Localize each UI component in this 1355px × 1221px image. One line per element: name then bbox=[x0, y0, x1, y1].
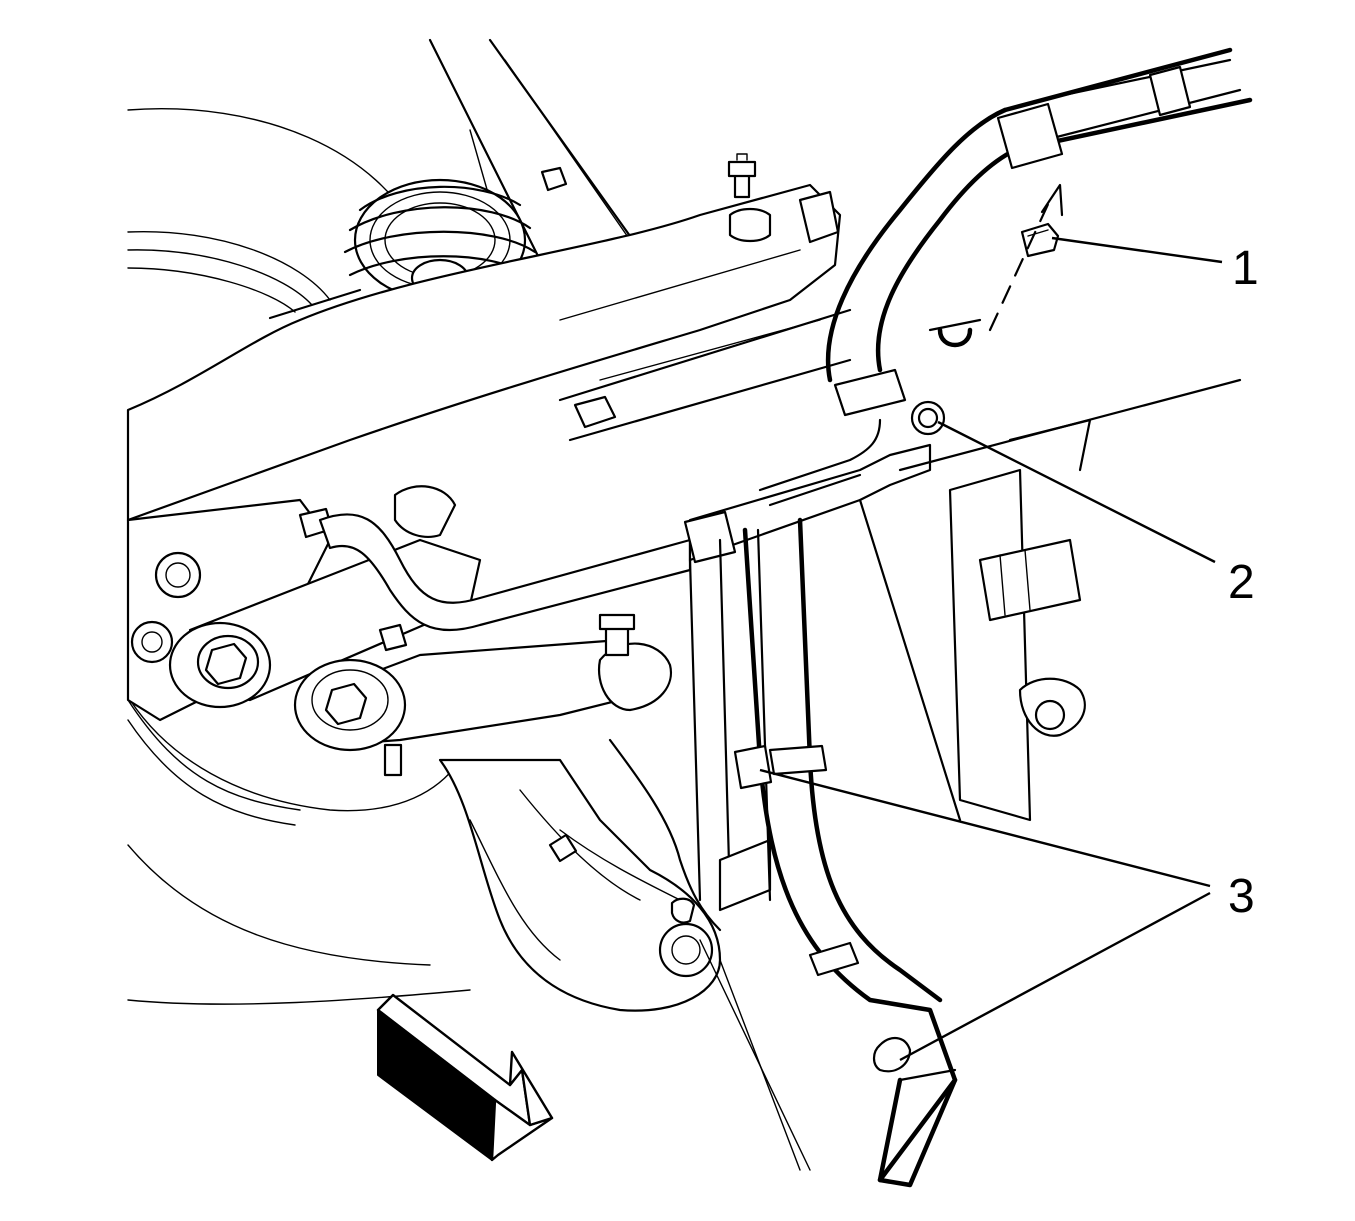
edge-line-2 bbox=[719, 959, 801, 1171]
callout-2-label: 2 bbox=[1228, 556, 1255, 609]
stabilizer-bar bbox=[318, 443, 932, 632]
brake-rotor bbox=[127, 108, 471, 1005]
mounting-bolt bbox=[910, 400, 946, 436]
leader-2 bbox=[937, 420, 1216, 564]
retaining-clip bbox=[988, 183, 1064, 332]
edge-line bbox=[699, 939, 811, 1171]
brake-hose bbox=[758, 47, 1253, 507]
lower-control-arm bbox=[293, 613, 673, 777]
callout-3-label: 3 bbox=[1228, 870, 1255, 923]
sensor-harness bbox=[548, 738, 722, 932]
callout-1-label: 1 bbox=[1232, 242, 1259, 295]
body-structure bbox=[858, 378, 1242, 822]
leader-1 bbox=[1051, 236, 1223, 264]
leader-3a bbox=[759, 768, 1211, 888]
leader-3b bbox=[899, 891, 1211, 1062]
callout-leaders bbox=[759, 236, 1223, 1062]
brake-line bbox=[733, 517, 958, 1188]
upper-control-arm bbox=[126, 153, 842, 522]
lower-knuckle bbox=[438, 758, 722, 1012]
forward-arrow-icon bbox=[376, 993, 554, 1162]
frame-rail bbox=[558, 308, 852, 912]
